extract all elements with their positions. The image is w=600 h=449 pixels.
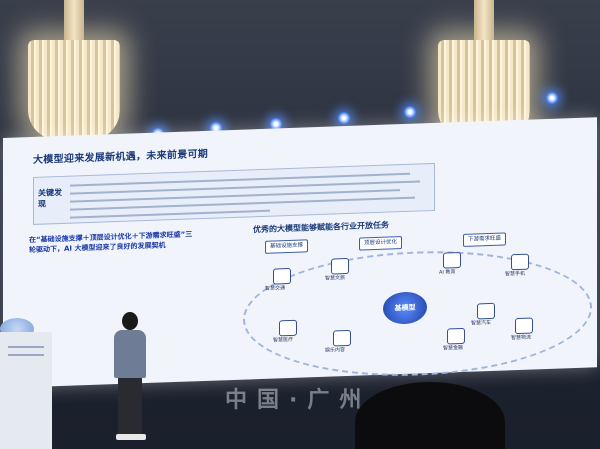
text-line — [8, 346, 44, 348]
speaker-torso — [114, 330, 146, 378]
medical-icon — [279, 319, 297, 337]
icon-label: 智慧医疗 — [273, 336, 294, 344]
spotlight — [338, 112, 350, 124]
pill-downstream-demand: 下游需求旺盛 — [463, 232, 507, 247]
icon-label: 智慧物流 — [511, 334, 532, 342]
diagram-title: 优秀的大模型能够赋能各行业开放任务 — [253, 220, 389, 235]
logistics-icon — [515, 317, 533, 335]
projection-screen: 大模型迎来发展新机遇，未来前景可期 关键发现 在“基础设施支撑＋顶层设计优化＋下… — [3, 117, 597, 388]
left-column-text: 在“基础设施支撑＋顶层设计优化＋下游需求旺盛”三轮驱动下，AI 大模型迎来了良好… — [29, 229, 199, 255]
speaker-shoes — [116, 434, 146, 440]
traffic-icon — [273, 267, 291, 285]
text-line — [8, 354, 44, 356]
car-icon — [477, 302, 495, 320]
key-findings-box: 关键发现 — [33, 162, 435, 225]
icon-label: 智慧交通 — [265, 285, 286, 292]
phone-icon — [511, 253, 529, 271]
left-heading: 在“基础设施支撑＋顶层设计优化＋下游需求旺盛”三轮驱动下，AI 大模型迎来了良好… — [29, 230, 193, 255]
tourism-icon — [331, 257, 349, 275]
stage-backdrop-text: 中国·广州 — [225, 388, 372, 413]
speaker-legs — [118, 378, 142, 436]
icon-label: 智慧金融 — [443, 344, 464, 352]
text-line — [70, 172, 410, 187]
speaker-head — [122, 312, 138, 330]
speaker — [110, 312, 150, 442]
icon-label: 智慧汽车 — [471, 319, 492, 327]
pill-top-design: 顶层设计优化 — [359, 236, 403, 251]
audience-head — [355, 382, 505, 449]
key-findings-label: 关键发现 — [38, 187, 62, 209]
spotlight — [404, 106, 416, 118]
icon-label: AI 教育 — [439, 269, 456, 276]
icon-label: 娱乐内容 — [325, 347, 346, 354]
icon-label: 智慧手机 — [505, 270, 526, 278]
finance-icon — [447, 327, 465, 345]
chandelier-left — [28, 0, 120, 140]
pill-infrastructure: 基础设施支撑 — [265, 239, 309, 254]
entertainment-icon — [333, 329, 351, 347]
spotlight — [546, 92, 558, 104]
icon-label: 智慧文旅 — [325, 275, 346, 282]
side-banner — [0, 332, 52, 449]
text-line — [70, 209, 270, 219]
education-icon — [443, 252, 461, 269]
spotlight — [270, 118, 282, 130]
slide-title: 大模型迎来发展新机遇，未来前景可期 — [33, 148, 209, 166]
